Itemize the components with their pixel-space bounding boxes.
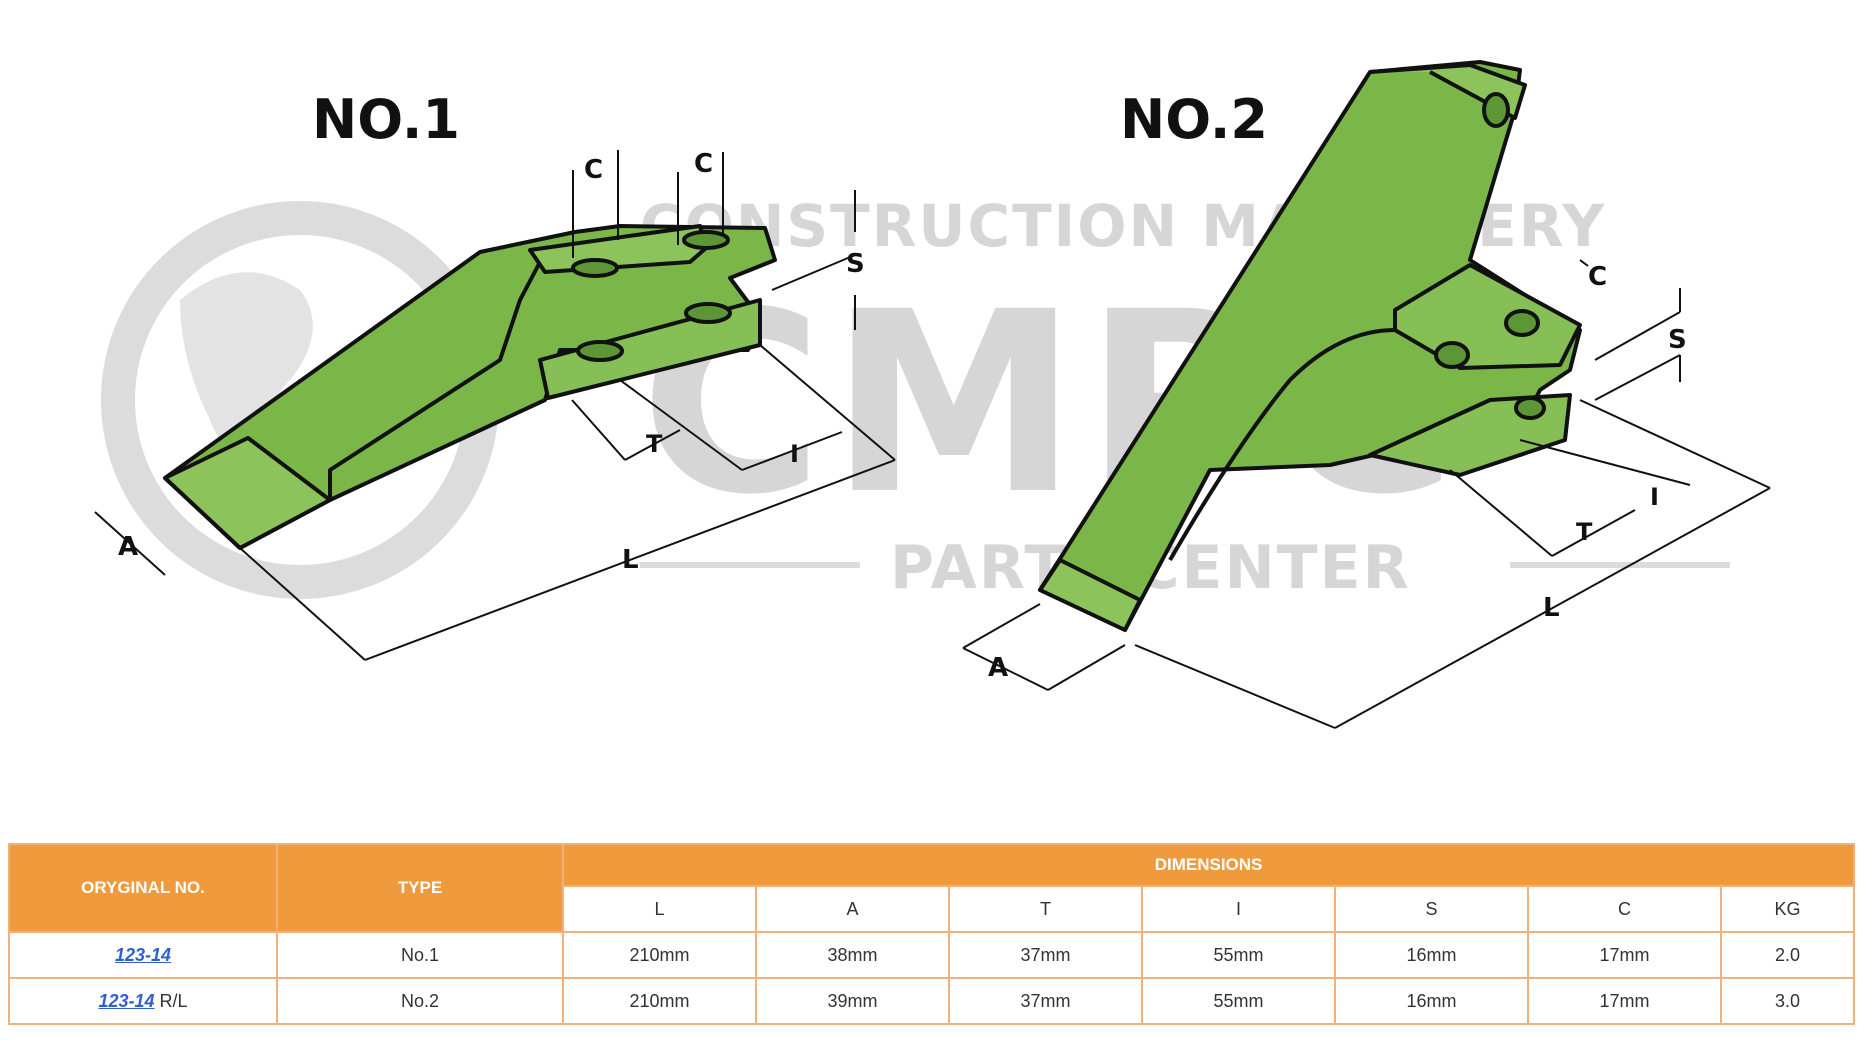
- fig1-label-c2: C: [694, 149, 713, 179]
- figure-2-title: NO.2: [1120, 88, 1268, 151]
- table-row: 123-14 No.1 210mm 38mm 37mm 55mm 16mm 17…: [8, 931, 1856, 979]
- diagram-area: CONSTRUCTION MACHINERY CMPC PARTS CENTER…: [94, 60, 1771, 729]
- part-link[interactable]: 123-14: [98, 990, 155, 1011]
- cell-l: 210mm: [562, 977, 757, 1025]
- part-suffix: R/L: [154, 990, 188, 1011]
- cell-original-no: 123-14 R/L: [8, 977, 278, 1025]
- tooth-no2-labels: A L T I S C: [988, 262, 1687, 683]
- fig2-label-i: I: [1650, 483, 1659, 511]
- fig2-label-t: T: [1576, 518, 1593, 546]
- fig2-label-c: C: [1588, 262, 1607, 292]
- specification-table: ORYGINAL NO. TYPE DIMENSIONS L A T I S C…: [8, 843, 1856, 1025]
- dim-header-kg: KG: [1719, 885, 1856, 933]
- dim-header-l: L: [562, 885, 757, 933]
- cell-l: 210mm: [562, 931, 757, 979]
- cell-t: 37mm: [948, 977, 1143, 1025]
- fig2-label-l: L: [1543, 593, 1560, 623]
- dim-header-t: T: [948, 885, 1143, 933]
- fig1-label-t: T: [646, 430, 663, 458]
- cell-c: 17mm: [1527, 931, 1722, 979]
- fig2-label-a: A: [988, 653, 1008, 683]
- tooth-no2-drawing: [1038, 60, 1582, 632]
- tooth-no2-dimensions: [962, 259, 1771, 729]
- cell-s: 16mm: [1334, 931, 1529, 979]
- header-original-no: ORYGINAL NO.: [8, 843, 278, 933]
- cell-c: 17mm: [1527, 977, 1722, 1025]
- cell-original-no: 123-14: [8, 931, 278, 979]
- header-type: TYPE: [276, 843, 564, 933]
- cell-a: 39mm: [755, 977, 950, 1025]
- dim-header-a: A: [755, 885, 950, 933]
- dim-header-i: I: [1141, 885, 1336, 933]
- tooth-no1-dimensions: [94, 150, 896, 661]
- part-link[interactable]: 123-14: [114, 944, 172, 965]
- cell-i: 55mm: [1141, 977, 1336, 1025]
- cell-kg: 2.0: [1719, 931, 1856, 979]
- cell-kg: 3.0: [1719, 977, 1856, 1025]
- cell-type: No.2: [276, 977, 564, 1025]
- cell-t: 37mm: [948, 931, 1143, 979]
- dim-header-s: S: [1334, 885, 1529, 933]
- cell-type: No.1: [276, 931, 564, 979]
- tooth-no1-drawing: [163, 224, 777, 550]
- dim-header-c: C: [1527, 885, 1722, 933]
- cell-s: 16mm: [1334, 977, 1529, 1025]
- fig2-label-s: S: [1668, 325, 1687, 355]
- cell-a: 38mm: [755, 931, 950, 979]
- table-row: 123-14 R/L No.2 210mm 39mm 37mm 55mm 16m…: [8, 977, 1856, 1025]
- tooth-no1-labels: A L T I S C C: [118, 149, 865, 575]
- fig1-label-s: S: [846, 249, 865, 279]
- figure-1-title: NO.1: [312, 88, 460, 151]
- fig1-label-a: A: [118, 532, 138, 562]
- fig1-label-i: I: [790, 440, 799, 468]
- cell-i: 55mm: [1141, 931, 1336, 979]
- header-dimensions: DIMENSIONS: [561, 843, 1856, 887]
- fig1-label-l: L: [622, 545, 639, 575]
- fig1-label-c1: C: [584, 155, 603, 185]
